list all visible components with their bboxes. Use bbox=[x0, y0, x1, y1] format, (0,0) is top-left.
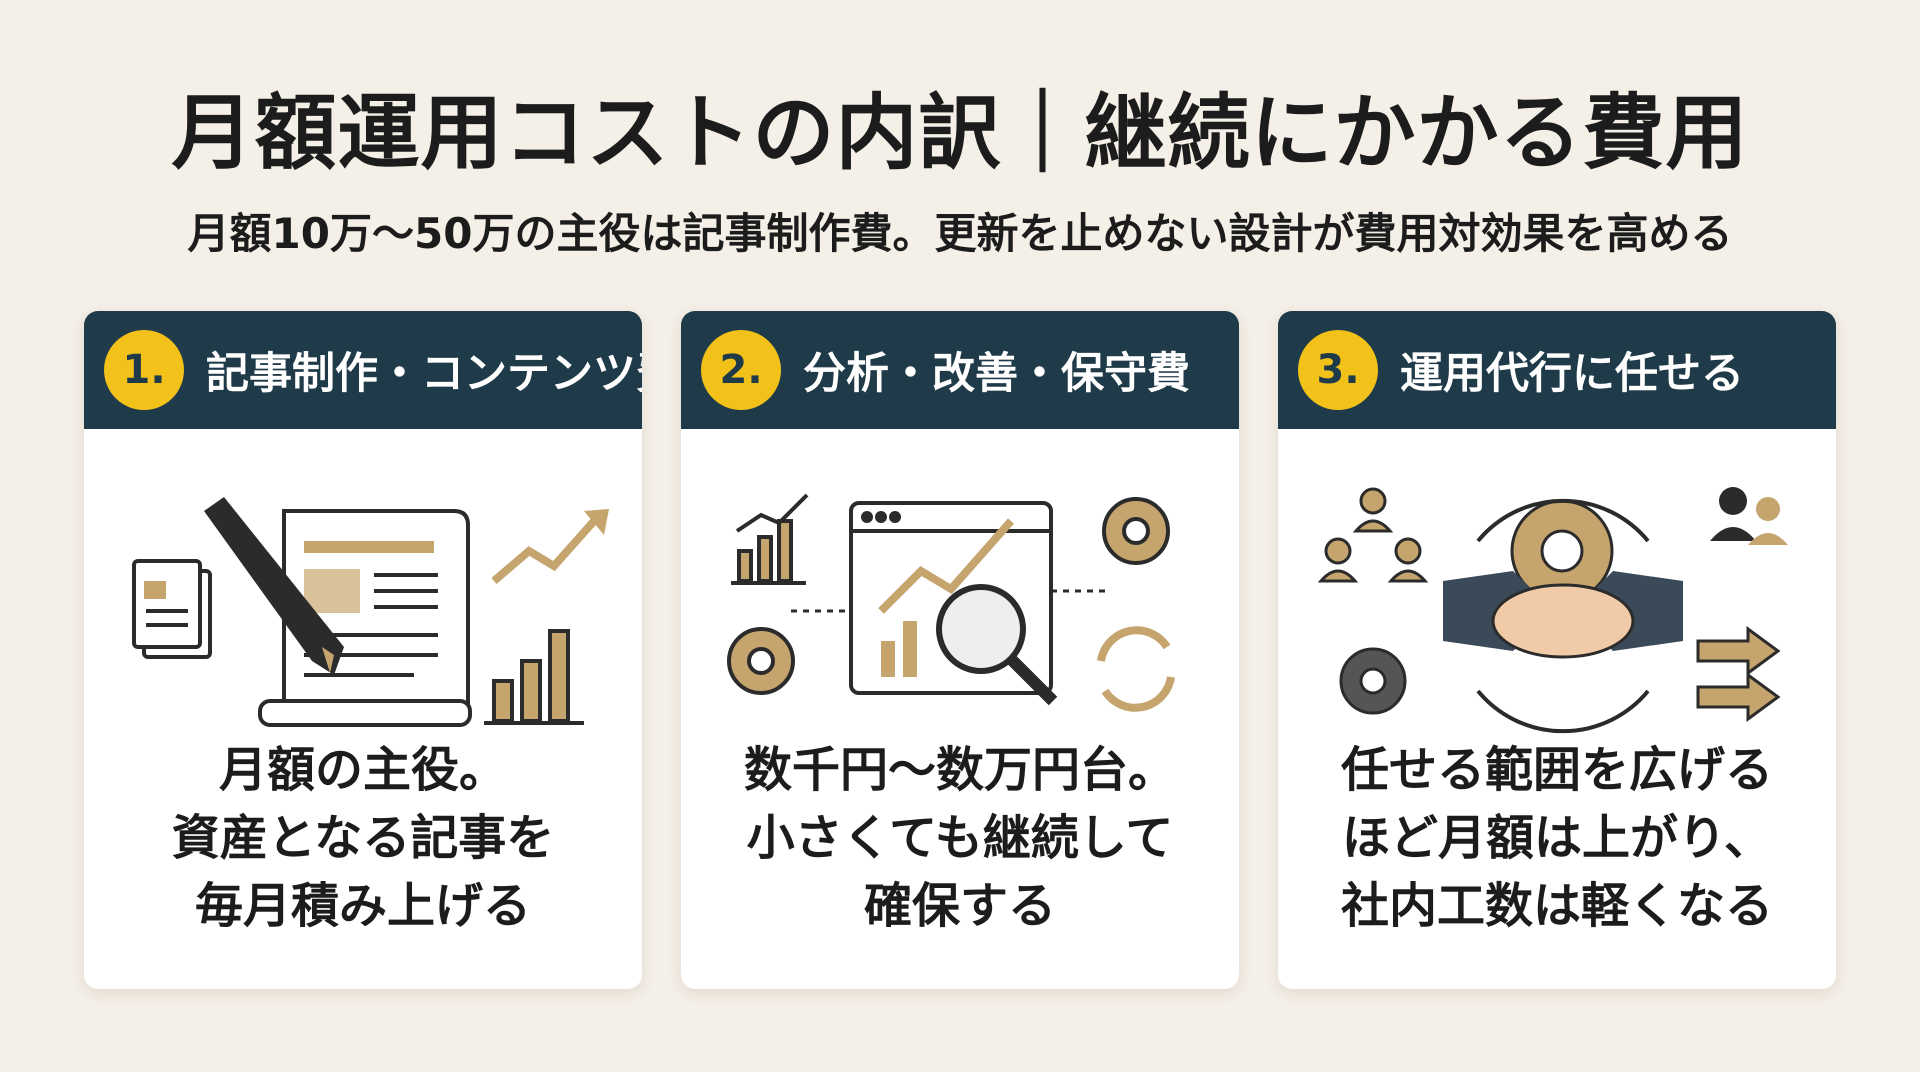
card-analysis-cost: 2. 分析・改善・保守費 bbox=[681, 311, 1239, 989]
card-header: 2. 分析・改善・保守費 bbox=[681, 311, 1239, 429]
growth-arrow-icon bbox=[491, 509, 609, 585]
content-illustration bbox=[132, 497, 609, 727]
card-header: 1. 記事制作・コンテンツ費 bbox=[84, 311, 642, 429]
number-badge: 2. bbox=[701, 330, 781, 410]
card-title: 運用代行に任せる bbox=[1400, 349, 1744, 399]
page-title: 月額運用コストの内訳｜継続にかかる費用 bbox=[171, 86, 1749, 181]
number-badge: 1. bbox=[104, 330, 184, 410]
magnifier-icon bbox=[936, 584, 1058, 706]
gear-icon bbox=[727, 497, 1170, 695]
handshake-icon bbox=[1443, 571, 1683, 659]
card-title: 分析・改善・保守費 bbox=[803, 349, 1190, 399]
card-description: 月額の主役。 資産となる記事を 毎月積み上げる bbox=[171, 742, 555, 934]
outsourcing-illustration bbox=[1317, 487, 1788, 734]
pen-icon bbox=[204, 497, 344, 675]
team-icon bbox=[1317, 487, 1429, 583]
analysis-illustration bbox=[727, 493, 1175, 712]
card-description: 任せる範囲を広げる ほど月額は上がり、 社内工数は軽くなる bbox=[1340, 742, 1773, 934]
card-content-cost: 1. 記事制作・コンテンツ費 bbox=[84, 311, 642, 989]
bar-chart-icon bbox=[731, 493, 809, 585]
papers-icon bbox=[132, 559, 212, 659]
card-description: 数千円〜数万円台。 小さくても継続して 確保する bbox=[743, 742, 1176, 934]
refresh-icon bbox=[1097, 626, 1175, 712]
number-badge: 3. bbox=[1298, 330, 1378, 410]
card-title: 記事制作・コンテンツ費 bbox=[206, 349, 642, 399]
card-header: 3. 運用代行に任せる bbox=[1278, 311, 1836, 429]
bar-chart-icon bbox=[484, 629, 584, 725]
people-icon bbox=[1710, 487, 1788, 545]
card-outsourcing: 3. 運用代行に任せる bbox=[1278, 311, 1836, 989]
page-subtitle: 月額10万〜50万の主役は記事制作費。更新を止めない設計が費用対効果を高める bbox=[187, 209, 1733, 258]
arrows-icon bbox=[1696, 626, 1781, 722]
